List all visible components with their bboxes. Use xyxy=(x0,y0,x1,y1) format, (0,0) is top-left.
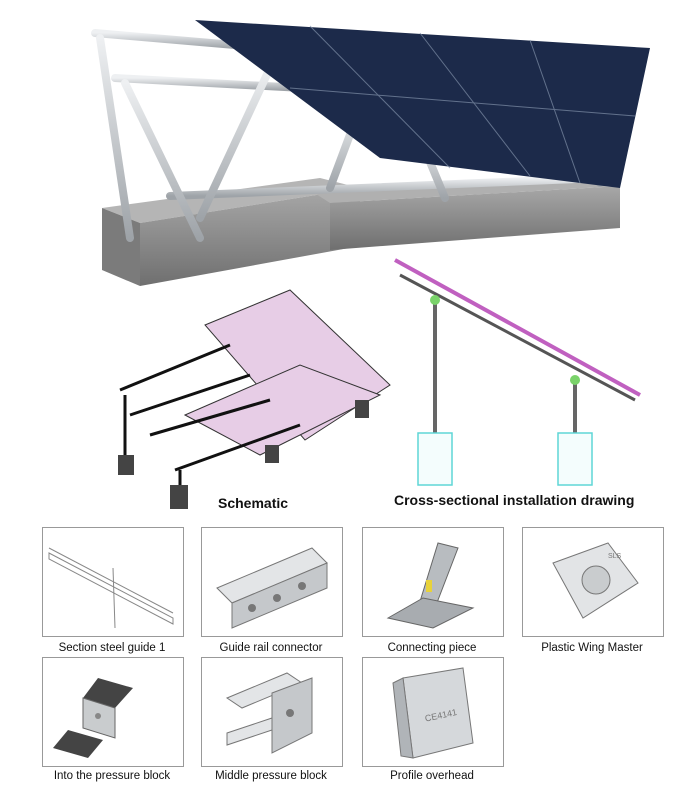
schematic-foundation xyxy=(170,485,188,509)
schematic-glass-lower xyxy=(183,364,382,456)
concrete-block xyxy=(140,188,360,286)
part-image-section-steel-guide xyxy=(42,527,184,637)
part-label: Connecting piece xyxy=(387,642,477,654)
part-image-plastic-wing-master: SLS xyxy=(522,527,664,637)
schematic-caption: Schematic xyxy=(218,495,289,511)
schematic-foundation xyxy=(118,455,134,475)
cross-section-caption: Cross-sectional installation drawing xyxy=(394,492,635,508)
part-label: Profile overhead xyxy=(390,770,474,782)
schematic-diagram xyxy=(118,289,391,509)
cross-section-diagram xyxy=(394,258,641,486)
part-image-into-pressure-block xyxy=(42,657,184,767)
part-label: Section steel guide 1 xyxy=(58,642,166,654)
part-label: Guide rail connector xyxy=(219,642,323,654)
part-image-middle-pressure-block xyxy=(201,657,343,767)
part-image-profile-overhead: CE4141 xyxy=(362,657,504,767)
part-label: Plastic Wing Master xyxy=(541,642,643,654)
schematic-foundation xyxy=(265,445,279,463)
part-label: Middle pressure block xyxy=(215,770,327,782)
svg-text:SLS: SLS xyxy=(608,553,622,560)
front-foundation xyxy=(417,432,453,486)
part-image-guide-rail-connector xyxy=(201,527,343,637)
solar-array-illustration xyxy=(91,20,650,286)
rear-foundation xyxy=(557,432,593,486)
part-image-connecting-piece xyxy=(362,527,504,637)
solar-panel-array xyxy=(195,20,650,188)
schematic-foundation xyxy=(355,400,369,418)
part-label: Into the pressure block xyxy=(53,770,171,782)
cross-section-rail xyxy=(394,258,641,397)
concrete-block xyxy=(330,186,620,250)
